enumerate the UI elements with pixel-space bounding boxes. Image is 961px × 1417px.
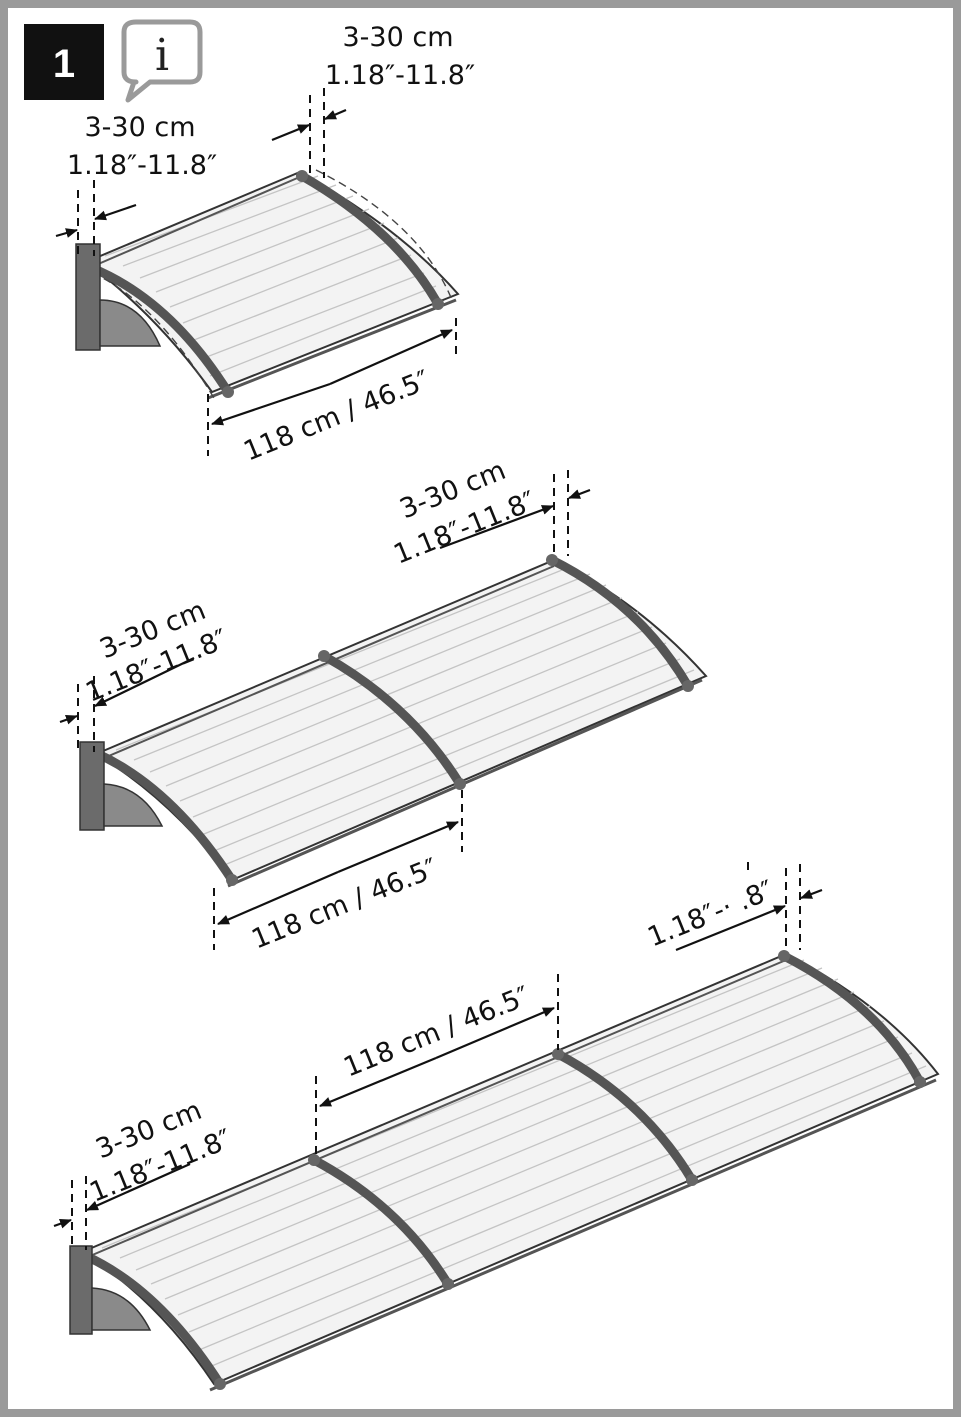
svg-text:i: i (155, 30, 169, 81)
offset-label-in: 1.18″-11.8″ (67, 150, 217, 181)
step-number: 1 (53, 42, 75, 86)
canopy-single-module: 3-30 cm 1.18″-11.8″ 3-30 cm 1.18″-11.8″ … (55, 22, 475, 468)
offset-label-cm: 3-30 cm (342, 22, 453, 53)
offset-label-cm: 3-30 cm (84, 112, 195, 143)
span-label: 118 cm / 46.5″ (339, 981, 534, 1084)
canopy-double-module: 3-30 cm 1.18″-11.8″ 3-30 cm 1.18″-11.8″ … (59, 455, 708, 956)
offset-label-in: 1.18″-· .8″ (643, 875, 778, 954)
offset-label-in: 1.18″-11.8″ (325, 60, 475, 91)
step-badge: 1 (24, 24, 104, 100)
canopy-triple-module: 1.18″-· .8″ 3-30 cm 1.18″-11.8″ 118 cm /… (53, 862, 940, 1392)
info-icon: i (121, 19, 203, 103)
